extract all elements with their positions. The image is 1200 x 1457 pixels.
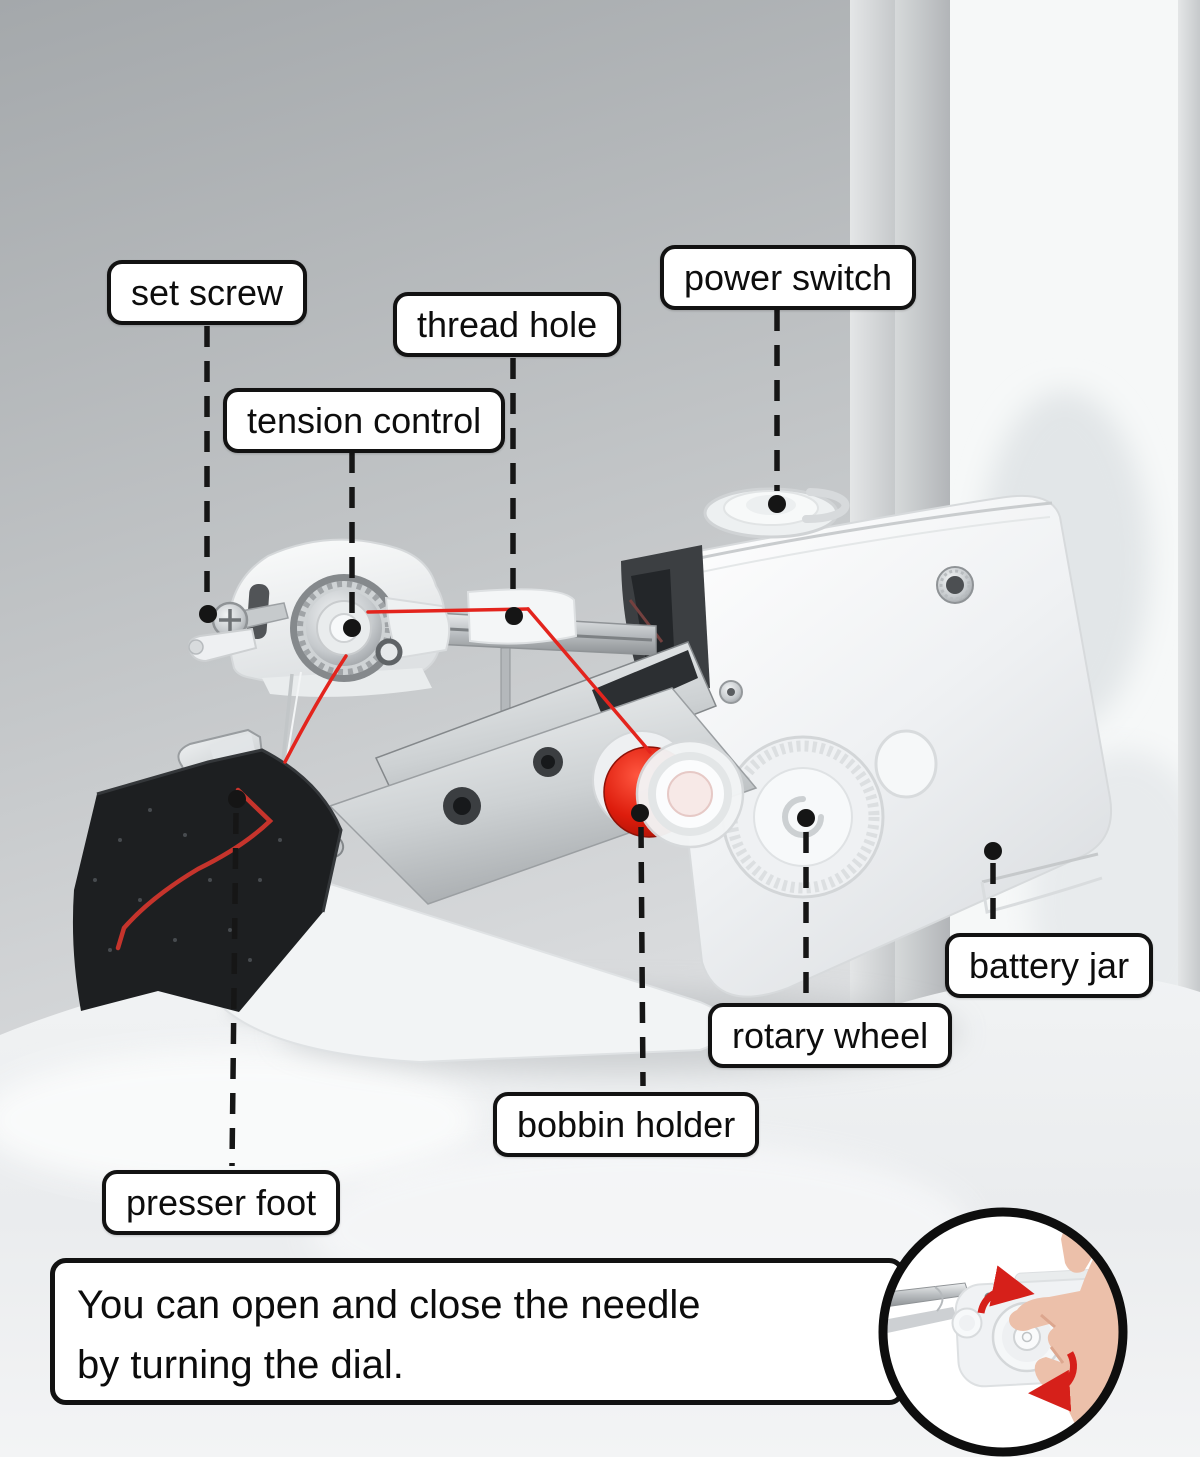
- label-set-screw: set screw: [107, 260, 308, 326]
- body-screw-small: [719, 680, 743, 704]
- callout-lines: [204, 310, 996, 1167]
- sewing-machine-illustration: [72, 487, 1112, 1064]
- label-thread-hole-text: thread hole: [417, 304, 598, 345]
- bobbin-part[interactable]: [592, 730, 745, 849]
- note-line-2: by turning the dial.: [77, 1343, 404, 1387]
- label-battery-jar: battery jar: [945, 933, 1154, 999]
- red-thread: [283, 607, 652, 764]
- label-tension-control: tension control: [223, 388, 506, 454]
- inset-border: [878, 1207, 1128, 1457]
- side-button[interactable]: [874, 729, 938, 799]
- callout-line-bobbin-holder: [638, 826, 646, 1087]
- label-bobbin-holder: bobbin holder: [493, 1092, 760, 1158]
- callout-dots: [199, 495, 1002, 860]
- label-presser-foot: presser foot: [102, 1170, 341, 1236]
- note-line-1: You can open and close the needle: [77, 1283, 701, 1327]
- label-rotary-wheel-text: rotary wheel: [732, 1015, 929, 1056]
- label-presser-foot-text: presser foot: [126, 1182, 317, 1223]
- label-bobbin-holder-text: bobbin holder: [517, 1104, 736, 1145]
- inset-rotation-arrows: [977, 1265, 1077, 1412]
- body-screw-top: [936, 566, 974, 604]
- label-thread-hole: thread hole: [393, 292, 622, 358]
- note-box: You can open and close the needle by tur…: [50, 1258, 905, 1405]
- label-rotary-wheel: rotary wheel: [708, 1003, 953, 1069]
- label-battery-jar-text: battery jar: [969, 945, 1130, 986]
- label-set-screw-text: set screw: [131, 272, 284, 313]
- stitch-line: [115, 787, 274, 951]
- label-tension-control-text: tension control: [247, 400, 482, 441]
- label-power-switch: power switch: [660, 245, 917, 311]
- callout-line-presser-foot: [229, 812, 239, 1167]
- dial-demo-inset: [878, 1207, 1128, 1457]
- power-switch-dial[interactable]: [703, 487, 850, 539]
- label-power-switch-text: power switch: [684, 257, 893, 298]
- fabric-swatch: [72, 748, 343, 1012]
